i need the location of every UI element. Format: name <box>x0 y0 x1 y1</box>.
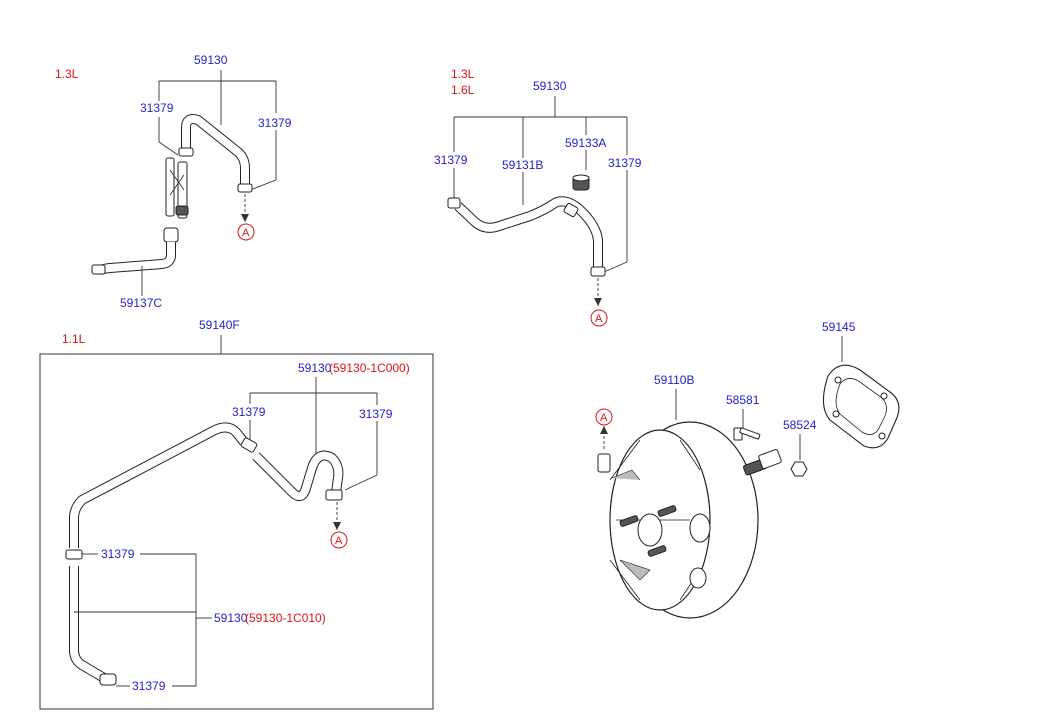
hose-clamp <box>65 549 83 560</box>
bolt-label: 58581 <box>726 393 760 407</box>
svg-text:A: A <box>242 227 250 239</box>
clamp-label: 31379 <box>232 405 266 419</box>
assembly-label: 59130 <box>214 611 248 625</box>
nut <box>790 461 808 477</box>
assembly-label: 59130 <box>533 79 567 93</box>
gasket <box>822 364 900 449</box>
vacuum-hose <box>252 450 344 502</box>
valve-body <box>165 157 175 217</box>
hose-clamp <box>590 266 606 277</box>
hose-joint <box>563 202 579 218</box>
hose-clamp <box>325 489 343 501</box>
svg-text:A: A <box>595 313 603 325</box>
arrow-icon <box>241 214 249 222</box>
leader-line <box>158 141 179 156</box>
gasket-hole <box>880 392 888 400</box>
hose-clamp <box>447 197 461 209</box>
variant-label: 1.6L <box>451 83 475 97</box>
gasket-hole <box>832 410 840 418</box>
ref-marker-a: A <box>330 531 348 549</box>
top-left-group: 1.3L 59130 31379 31379 A <box>55 53 292 310</box>
clevis <box>758 449 782 469</box>
vacuum-inlet <box>597 453 611 473</box>
hose-clamp <box>91 264 106 275</box>
clamp-label: 31379 <box>132 679 166 693</box>
gasket-hole <box>834 376 842 384</box>
kit-label: 59140F <box>199 318 240 332</box>
valve-body <box>177 161 188 219</box>
hose-clamp <box>237 183 253 193</box>
booster-label: 59110B <box>654 373 694 387</box>
booster-port <box>689 513 711 543</box>
stud <box>657 505 677 517</box>
clamp-label: 31379 <box>140 101 174 115</box>
ref-marker-a: A <box>590 309 608 327</box>
assembly-label: 59130 <box>194 53 228 67</box>
variant-label: 1.1L <box>62 332 86 346</box>
clamp-label: 31379 <box>434 153 468 167</box>
hose-clamp <box>178 147 194 157</box>
bolt-shank <box>739 427 761 440</box>
stud <box>619 515 639 527</box>
ref-marker-a: A <box>595 408 613 426</box>
hose-clamp <box>99 673 117 686</box>
alt-number-label: (59130-1C010) <box>245 611 326 625</box>
clamp-label: 31379 <box>101 547 135 561</box>
booster-hub <box>637 513 663 547</box>
stud <box>647 545 667 557</box>
booster-port <box>689 567 707 589</box>
arrow-icon <box>333 522 341 530</box>
ref-marker-a: A <box>237 223 255 241</box>
pipe-label: 59137C <box>120 296 162 310</box>
nut-label: 58524 <box>783 418 817 432</box>
alt-number-label: (59130-1C000) <box>329 361 410 375</box>
clamp-label: 31379 <box>258 116 292 130</box>
booster-group: 59110B 58581 58524 59145 A <box>595 320 900 619</box>
svg-text:A: A <box>600 412 608 424</box>
hose-clamp <box>240 437 258 453</box>
gasket-label: 59145 <box>822 320 856 334</box>
gasket-hole <box>878 432 886 440</box>
svg-text:A: A <box>335 535 343 547</box>
arrow-icon <box>600 426 608 434</box>
assembly-label: 59130 <box>298 361 332 375</box>
clamp-label: 31379 <box>608 156 642 170</box>
kit-box <box>39 353 434 710</box>
variant-label: 1.3L <box>55 67 79 81</box>
top-middle-group: 1.3L 1.6L 59130 31379 59131B 59133A 3137… <box>434 67 642 327</box>
valve-label: 59133A <box>565 136 606 150</box>
clamp-label: 31379 <box>359 407 393 421</box>
variant-label: 1.3L <box>451 67 475 81</box>
leader-line <box>249 179 277 191</box>
valve-cap <box>175 205 189 216</box>
arrow-icon <box>594 298 602 306</box>
bottom-left-group: 1.1L 59140F 59130 (59130-1C000) 31379 31… <box>39 318 434 710</box>
hose-label: 59131B <box>502 158 543 172</box>
pipe-fitting <box>163 227 179 243</box>
